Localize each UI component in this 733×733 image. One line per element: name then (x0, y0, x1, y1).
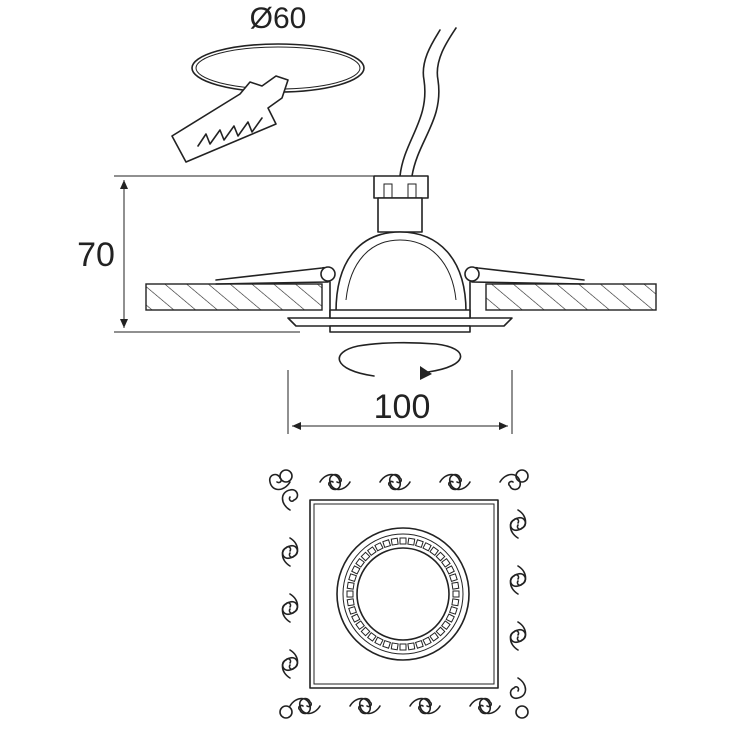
ring-tooth (452, 590, 460, 598)
lamp-ring-outer (336, 527, 470, 661)
lamp-lens (356, 547, 450, 641)
ring-tooth (399, 537, 407, 545)
ornament-corner (279, 705, 293, 719)
ornament-scroll (499, 473, 522, 491)
spring-hinge-left (320, 266, 336, 282)
width-dimension-group: 100 (287, 370, 513, 434)
ring-tooth (429, 546, 440, 557)
saw-teeth (197, 117, 263, 147)
side-view-group (145, 27, 657, 380)
ornament-corner (279, 469, 293, 483)
ring-tooth (440, 620, 451, 631)
ring-tooth (382, 639, 392, 649)
height-dimension-group: 70 (77, 175, 380, 333)
ring-tooth (448, 573, 458, 583)
ornament-scroll (388, 473, 411, 491)
height-label: 70 (77, 236, 115, 274)
ring-tooth (390, 642, 399, 651)
lamp-neck (377, 197, 423, 233)
ring-tooth (451, 581, 460, 590)
ring-tooth (407, 537, 416, 546)
ring-tooth (355, 557, 366, 568)
ring-tooth (440, 557, 451, 568)
ornament-scroll (281, 488, 299, 511)
ring-tooth (435, 626, 446, 637)
ornament-scroll (281, 544, 299, 567)
ring-tooth (355, 620, 366, 631)
wire-2 (411, 27, 457, 177)
ornament-corner (515, 469, 529, 483)
ring-tooth (414, 539, 424, 549)
ring-tooth (414, 639, 424, 649)
lamp-face (329, 309, 471, 319)
ring-tooth (351, 565, 361, 575)
ornament-scroll (268, 473, 291, 491)
ornament-scroll (358, 697, 381, 715)
connector-block (373, 175, 429, 199)
ring-tooth (445, 613, 455, 623)
ring-tooth (346, 590, 354, 598)
ornament-scroll (281, 600, 299, 623)
ring-tooth (429, 631, 440, 642)
ring-tooth (374, 636, 384, 646)
ceiling-right (485, 283, 657, 311)
spring-right (467, 266, 585, 285)
ornament-corner (515, 705, 529, 719)
ornament-scroll (509, 677, 527, 700)
width-label: 100 (374, 388, 431, 426)
ring-tooth (448, 605, 458, 615)
ring-tooth (346, 598, 355, 607)
ornament-scroll (509, 516, 527, 539)
ornament-scroll (418, 697, 441, 715)
ring-tooth (422, 636, 432, 646)
lamp-ring-middle (342, 533, 464, 655)
inner-square-bevel (313, 503, 495, 685)
ornament-scroll (328, 473, 351, 491)
ceiling-left (145, 283, 323, 311)
ring-tooth (422, 542, 432, 552)
ring-tooth (348, 573, 358, 583)
ring-tooth (374, 542, 384, 552)
ring-tooth (407, 642, 416, 651)
ornament-scroll (509, 628, 527, 651)
ornament-scroll (298, 697, 321, 715)
ring-tooth (360, 551, 371, 562)
hole-saw-icon (171, 75, 289, 163)
ornament-scroll (448, 473, 471, 491)
ring-tooth (351, 613, 361, 623)
ring-tooth (366, 546, 377, 557)
ring-tooth (366, 631, 377, 642)
lamp-ring-teeth (346, 537, 460, 651)
ring-tooth (348, 605, 358, 615)
wire-1 (399, 29, 441, 177)
ring-tooth (451, 598, 460, 607)
front-view-group (268, 464, 534, 722)
cutout-diameter-group: Ø60 (171, 2, 365, 163)
spring-left (215, 266, 333, 285)
ornate-border (268, 469, 529, 719)
rotation-arrow (338, 341, 462, 377)
ring-tooth (390, 537, 399, 546)
ring-tooth (435, 551, 446, 562)
ornament-scroll (281, 656, 299, 679)
ring-tooth (360, 626, 371, 637)
ring-tooth (399, 643, 407, 651)
trim-lip (329, 325, 471, 333)
lamp-dome-inner (345, 239, 457, 301)
trim-background (274, 464, 534, 722)
ring-tooth (445, 565, 455, 575)
lamp-dome (335, 231, 467, 313)
ring-tooth (346, 581, 355, 590)
cutout-diameter-label: Ø60 (250, 2, 307, 35)
ring-tooth (382, 539, 392, 549)
inner-square (309, 499, 499, 689)
ornament-scroll (509, 572, 527, 595)
spring-hinge-right (464, 266, 480, 282)
ornament-scroll (478, 697, 501, 715)
rotation-arrowhead-icon (420, 366, 432, 380)
trim-flange (287, 317, 513, 327)
